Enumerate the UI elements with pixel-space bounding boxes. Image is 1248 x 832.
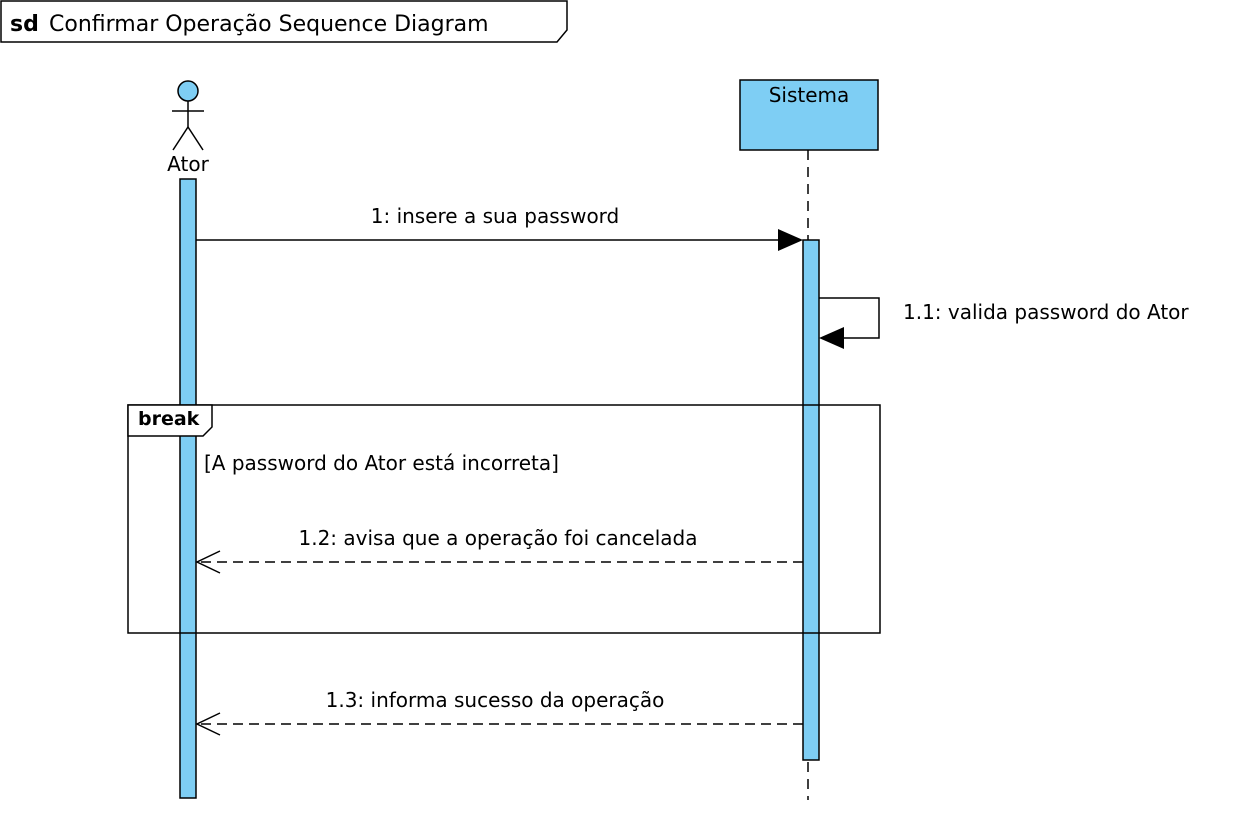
actor-name: Ator (167, 152, 209, 176)
message-1-1-label: 1.1: valida password do Ator (903, 300, 1189, 324)
system-lifeline[interactable]: Sistema (739, 79, 879, 800)
message-1-3-label: 1.3: informa sucesso da operação (326, 688, 665, 712)
filled-arrowhead-icon (778, 229, 803, 251)
system-head-box (739, 79, 879, 151)
message-1-2[interactable]: 1.2: avisa que a operação foi cancelada (195, 526, 803, 574)
message-1-1[interactable]: 1.1: valida password do Ator (819, 297, 1189, 349)
frame-title: Confirmar Operação Sequence Diagram (49, 12, 489, 37)
system-name: Sistema (769, 83, 850, 107)
stick-figure-icon (172, 80, 204, 151)
filled-arrowhead-icon (819, 327, 844, 349)
message-1-2-label: 1.2: avisa que a operação foi cancelada (299, 526, 698, 550)
message-1-label: 1: insere a sua password (371, 204, 620, 228)
fragment-operator: break (138, 408, 200, 430)
open-arrowhead-icon (195, 550, 221, 574)
message-1-3[interactable]: 1.3: informa sucesso da operação (195, 688, 803, 736)
fragment-guard: [A password do Ator está incorreta] (204, 451, 559, 475)
open-arrowhead-icon (195, 712, 221, 736)
frame-keyword: sd (10, 12, 39, 37)
diagram-frame-header: sd Confirmar Operação Sequence Diagram (0, 0, 568, 43)
actor-lifeline[interactable]: Ator (167, 80, 210, 799)
actor-activation-bar (179, 178, 197, 799)
message-1[interactable]: 1: insere a sua password (196, 204, 803, 251)
system-activation-bar (802, 239, 820, 761)
break-fragment: break [A password do Ator está incorreta… (127, 404, 881, 634)
